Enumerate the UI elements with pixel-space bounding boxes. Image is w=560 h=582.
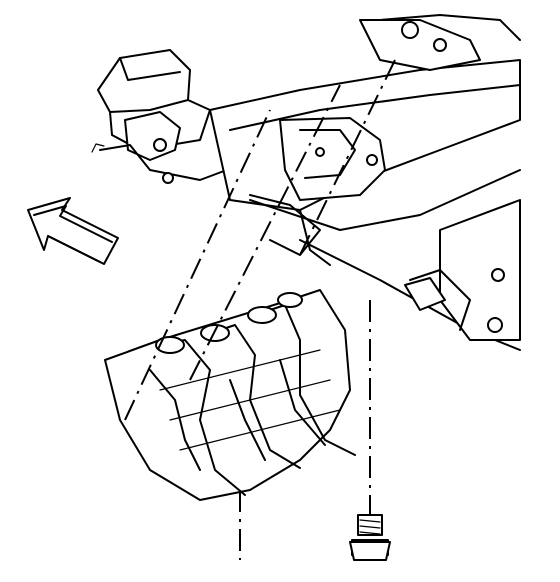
right-bracket [404, 199, 521, 341]
bolt [349, 514, 391, 561]
direction-arrow [27, 197, 119, 265]
alignment-lines [124, 59, 396, 560]
upper-left-bracket [91, 49, 241, 184]
component-assembly [104, 289, 356, 501]
mount-bracket [249, 117, 386, 256]
